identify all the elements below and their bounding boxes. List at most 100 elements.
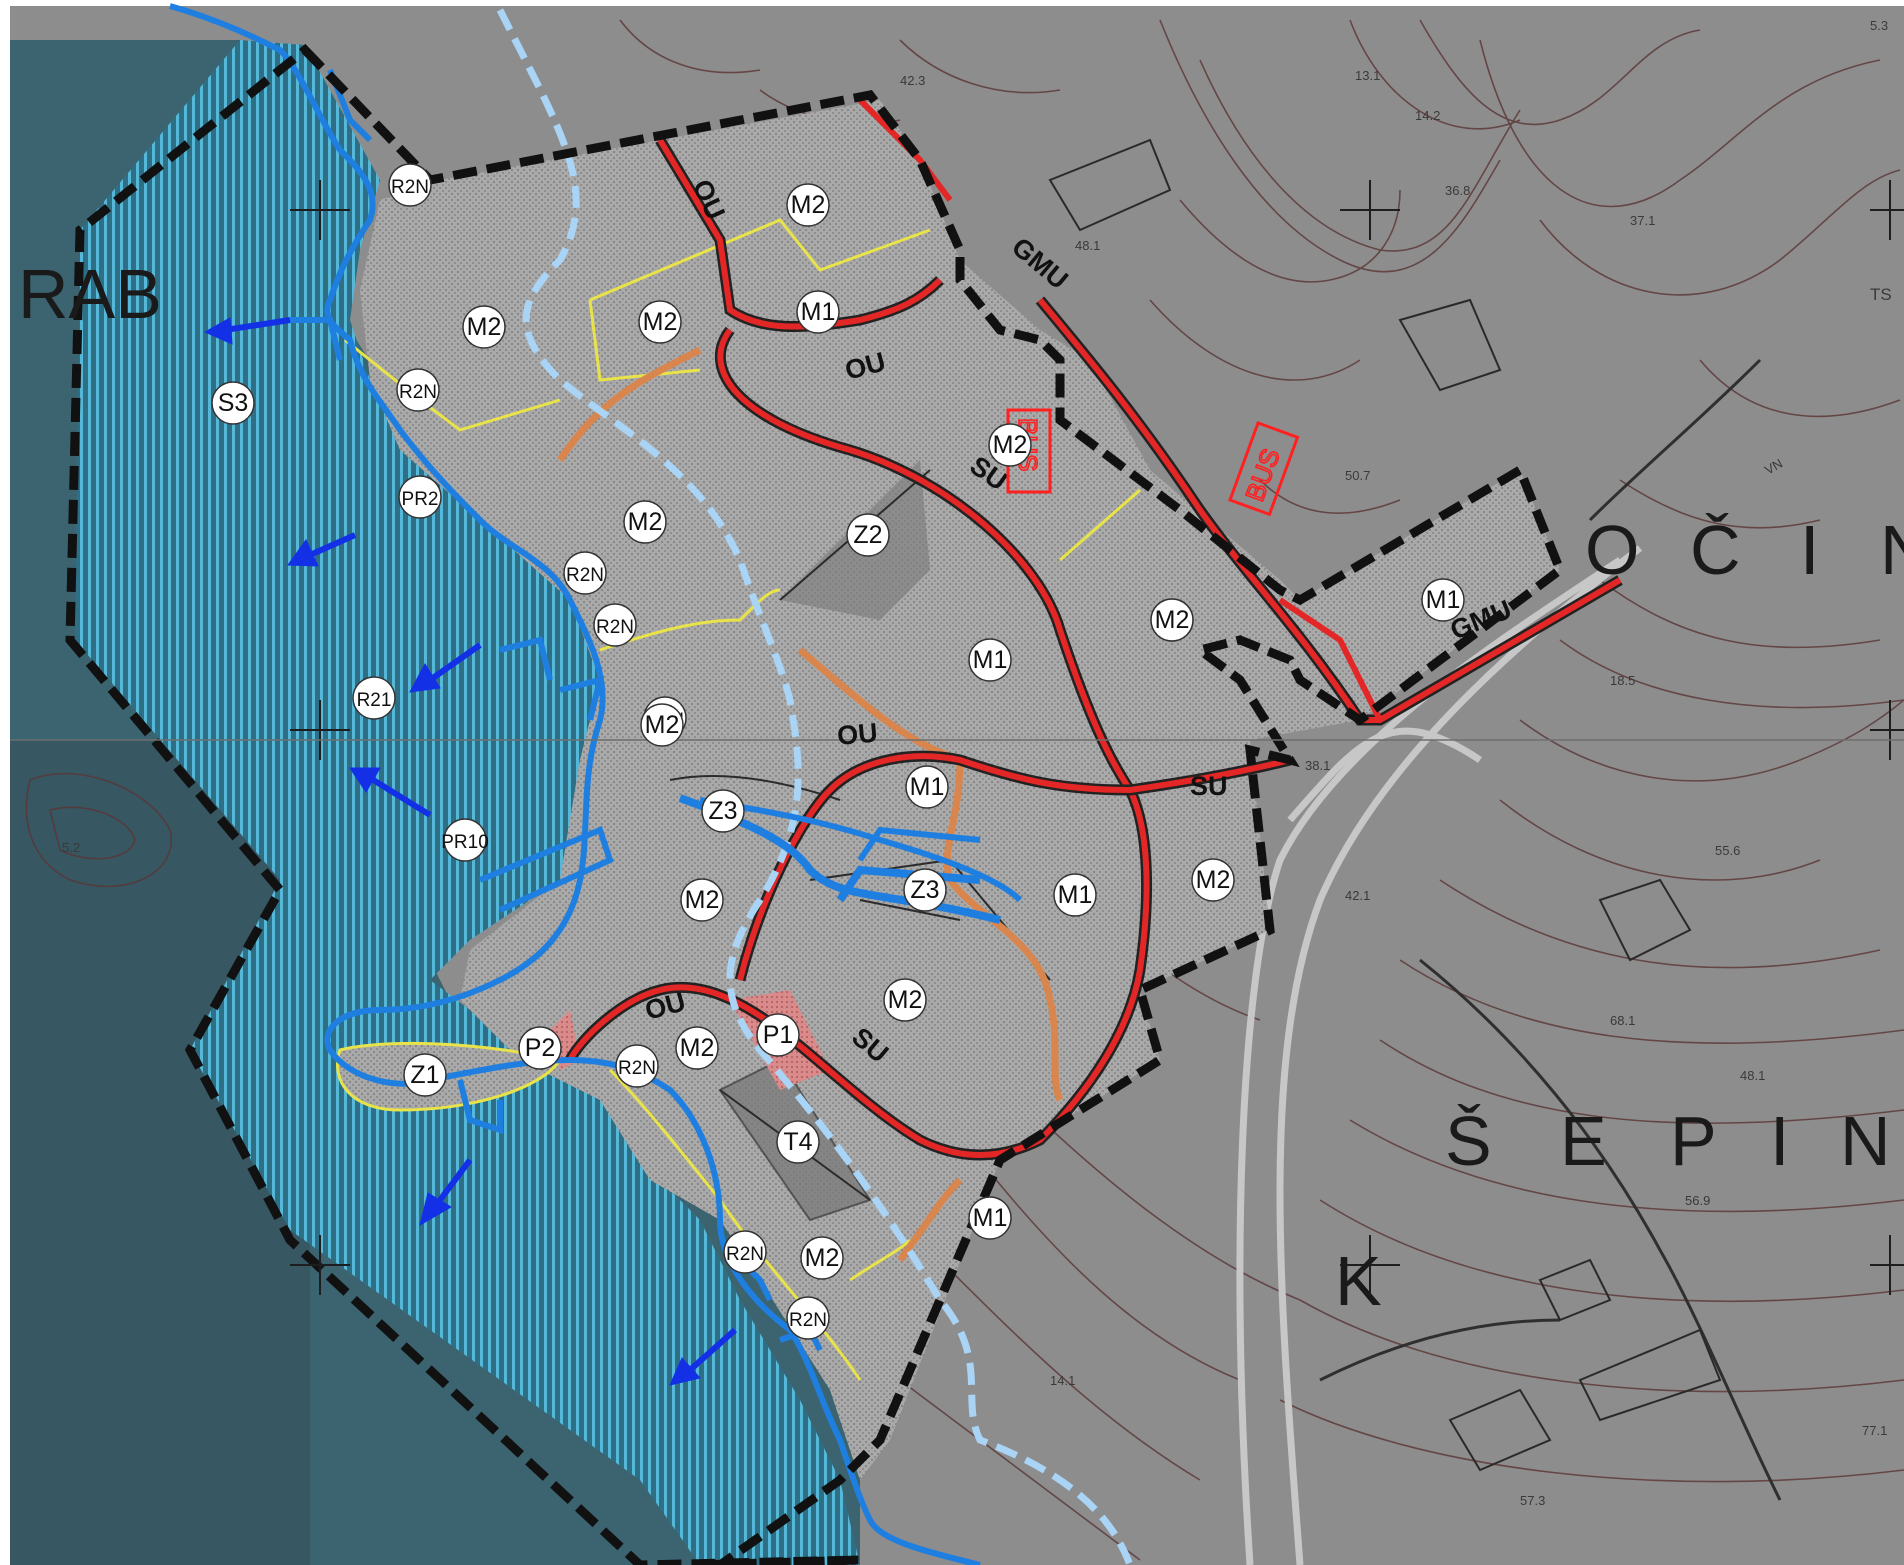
- zone-marker-circle: [903, 868, 947, 912]
- arrow-2: [287, 532, 357, 567]
- elevation-label: 36.8: [1445, 183, 1470, 198]
- zone-markers: R2NR2NS3PR2R2NR2NR21R2NPR10P2Z1R2NR2NR2N…: [211, 163, 1465, 1340]
- zone-marker-label: M2: [645, 711, 680, 739]
- zone-marker-m2: M2: [800, 1236, 844, 1280]
- map-border-left: [0, 0, 10, 1565]
- elevation-label: TS: [1870, 285, 1892, 304]
- zone-marker-m2: M2: [988, 423, 1032, 467]
- road-label: SU: [1190, 771, 1228, 801]
- map-border-top: [0, 0, 1904, 6]
- contour-lines: [25, 19, 1904, 1561]
- zone-marker-t4: T4: [776, 1120, 820, 1164]
- zone-marker-circle: [518, 1026, 562, 1070]
- zone-marker-pr10: PR10: [441, 818, 489, 862]
- zone-marker-circle: [1053, 873, 1097, 917]
- zone-marker-r2n: R2N: [615, 1044, 659, 1088]
- zone-marker-circle: [563, 551, 607, 595]
- zone-marker-r2n: R2N: [786, 1296, 830, 1340]
- off-site-buildings: [1048, 138, 1722, 1472]
- zone-marker-circle: [968, 1196, 1012, 1240]
- zone-marker-label: M2: [791, 191, 826, 219]
- zone-marker-circle: [398, 475, 442, 519]
- zone-marker-label: R21: [357, 690, 392, 711]
- arrow-4: [349, 767, 432, 818]
- zone-marker-circle: [462, 305, 506, 349]
- zone-marker-circle: [786, 183, 830, 227]
- zone-marker-circle: [1191, 858, 1235, 902]
- zone-marker-m1: M1: [968, 638, 1012, 682]
- place-label-s: Š: [1445, 1102, 1492, 1180]
- elevation-label: 13.1: [1355, 68, 1380, 83]
- elevation-label: 57.3: [1520, 1493, 1545, 1508]
- zone-marker-m1: M1: [1053, 873, 1097, 917]
- zone-marker-label: M2: [888, 986, 923, 1014]
- place-labels: RAB O Č I N Š E P I N K: [18, 255, 1904, 1320]
- place-label-c: Č: [1690, 511, 1741, 589]
- zone-marker-label: Z1: [410, 1061, 439, 1089]
- zone-marker-m2: M2: [623, 500, 667, 544]
- zone-marker-circle: [968, 638, 1012, 682]
- zone-marker-m1: M1: [905, 765, 949, 809]
- zone-marker-label: Z2: [853, 521, 882, 549]
- zone-marker-label: M2: [1155, 606, 1190, 634]
- elevation-label: 37.1: [1630, 213, 1655, 228]
- main-roads: [565, 97, 1623, 1161]
- place-label-e: E: [1560, 1102, 1607, 1180]
- zone-marker-label: M2: [628, 508, 663, 536]
- road-label: OU: [836, 718, 879, 751]
- zone-marker-z2: Z2: [846, 513, 890, 557]
- zone-marker-r2n: R2N: [563, 551, 607, 595]
- zone-marker-label: S3: [218, 389, 249, 417]
- flow-arrows: [203, 317, 737, 1386]
- arrow-3: [409, 642, 482, 693]
- zone-marker-label: PR2: [402, 489, 439, 510]
- zone-marker-pr2: PR2: [398, 475, 442, 519]
- arrow-6: [669, 1327, 737, 1386]
- zone-marker-label: M2: [643, 308, 678, 336]
- zone-marker-m2: M2: [462, 305, 506, 349]
- zone-marker-label: R2N: [399, 382, 437, 403]
- zone-marker-m2: M2: [640, 703, 684, 747]
- zone-marker-r2n: R2N: [388, 163, 432, 207]
- zone-marker-s3: S3: [211, 381, 255, 425]
- stream: [496, 8, 1134, 1565]
- zone-marker-label: P1: [763, 1021, 794, 1049]
- zone-marker-circle: [396, 368, 440, 412]
- grey-tracks: [1236, 545, 1643, 1565]
- zone-marker-circle: [403, 1053, 447, 1097]
- service-roads: [557, 346, 1064, 1263]
- zone-marker-label: R2N: [618, 1058, 656, 1079]
- zone-marker-p1: P1: [756, 1013, 800, 1057]
- place-label-p: P: [1670, 1102, 1717, 1180]
- zone-marker-circle: [1150, 598, 1194, 642]
- elevation-label: 38.1: [1305, 758, 1330, 773]
- zone-marker-r2n: R2N: [593, 603, 637, 647]
- zone-marker-m2: M2: [1150, 598, 1194, 642]
- zone-marker-circle: [623, 500, 667, 544]
- zone-marker-circle: [756, 1013, 800, 1057]
- zone-marker-circle: [723, 1230, 767, 1274]
- zone-marker-m1: M1: [796, 290, 840, 334]
- zone-marker-m2: M2: [786, 183, 830, 227]
- elevation-label: 48.1: [1740, 1068, 1765, 1083]
- zone-marker-label: Z3: [910, 876, 939, 904]
- zone-marker-m2: M2: [883, 978, 927, 1022]
- zone-marker-label: R2N: [596, 617, 634, 638]
- elevation-label: 77.1: [1862, 1423, 1887, 1438]
- elevation-label: 14.2: [1415, 108, 1440, 123]
- zone-marker-circle: [352, 676, 396, 720]
- zone-marker-circle: [701, 789, 745, 833]
- dark-tracks: [1319, 358, 1782, 1501]
- elevation-label: 18.5: [1610, 673, 1635, 688]
- grid-crosses: [290, 180, 1904, 1295]
- coastline: [169, 3, 1023, 1565]
- zone-marker-label: R2N: [566, 565, 604, 586]
- zone-marker-label: M1: [801, 298, 836, 326]
- zone-marker-circle: [796, 290, 840, 334]
- zone-marker-circle: [211, 381, 255, 425]
- zone-marker-circle: [800, 1236, 844, 1280]
- elevation-labels: 42.3 13.1 14.2 36.8 37.1 48.1 50.7 18.5 …: [62, 18, 1892, 1508]
- zone-marker-label: M1: [973, 646, 1008, 674]
- zone-marker-label: M2: [467, 313, 502, 341]
